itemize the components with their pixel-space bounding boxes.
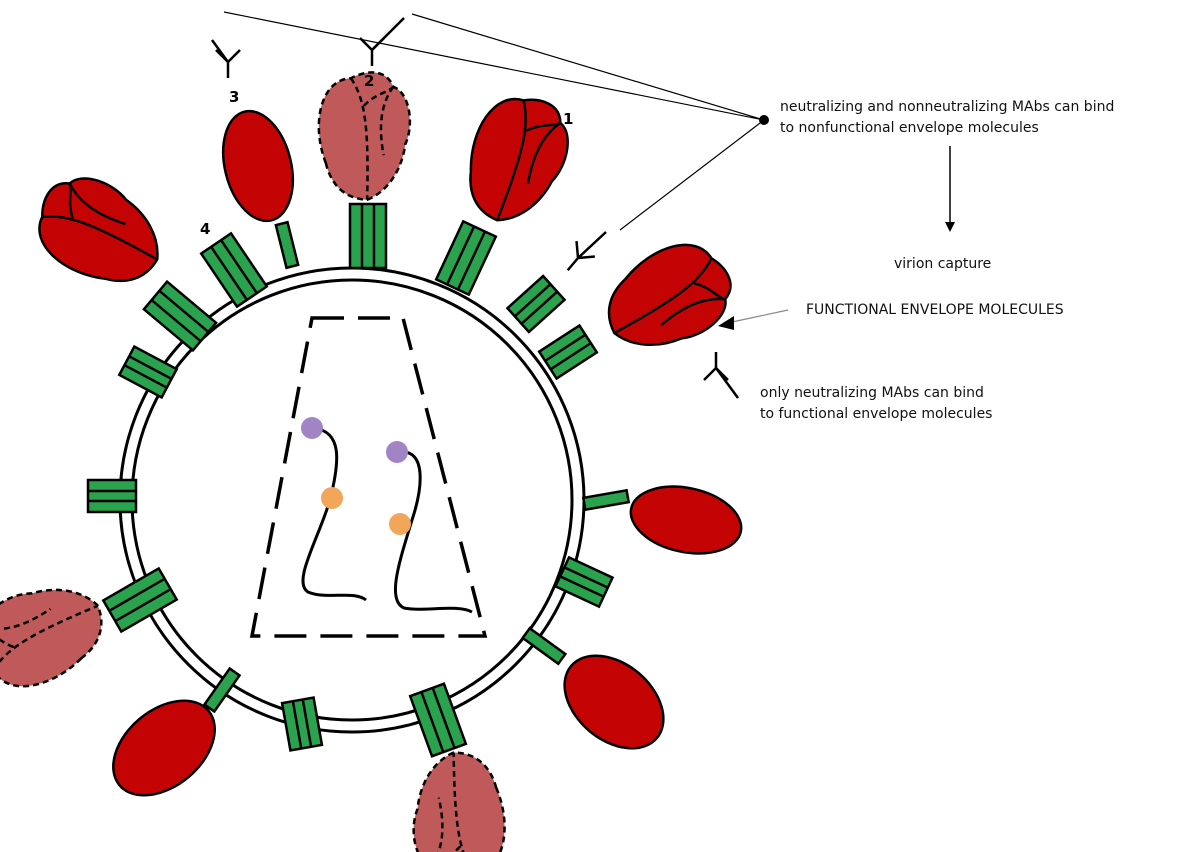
annotation-neutralizing-only: only neutralizing MAbs can bind to funct… (760, 383, 992, 425)
label-4: 4 (200, 220, 210, 238)
gp41-stalk (282, 698, 322, 751)
nonfunctional-trimer (408, 749, 508, 852)
antibody-icon (704, 352, 728, 380)
functional-trimer (23, 163, 177, 301)
label-3: 3 (229, 88, 239, 106)
gp120-monomer (625, 477, 748, 563)
label-1: 1 (563, 110, 573, 128)
rna-dot-right (389, 513, 411, 535)
pointer-dot (759, 115, 769, 125)
gp41-stalk (539, 326, 597, 379)
functional-arrow-shaft (732, 310, 788, 322)
annotation-functional-envelope: FUNCTIONAL ENVELOPE MOLECULES (806, 300, 1064, 321)
rna-dot-left (321, 487, 343, 509)
functional-trimer (590, 227, 746, 372)
label-2: 2 (364, 72, 374, 90)
annotation-nonfunctional-binding: neutralizing and nonneutralizing MAbs ca… (780, 97, 1114, 139)
nonfunctional-trimer (317, 71, 413, 201)
nonfunctional-trimer (0, 565, 118, 703)
antibody-icon (216, 50, 240, 78)
gp120-monomer (547, 637, 682, 767)
gp41-stalk (350, 204, 386, 268)
rna-cap-right (386, 441, 408, 463)
gp120-monomer (212, 104, 303, 229)
gp41-stalk (507, 276, 564, 332)
gp41-stalk (436, 221, 496, 294)
functional-trimer (454, 85, 580, 234)
arrow-down-icon (945, 222, 955, 232)
gp41-stalk (276, 222, 298, 268)
annotation-virion-capture: virion capture (894, 254, 991, 275)
rna-cap-left (301, 417, 323, 439)
gp41-stalk (583, 490, 628, 509)
gp41-stalk (88, 480, 136, 512)
